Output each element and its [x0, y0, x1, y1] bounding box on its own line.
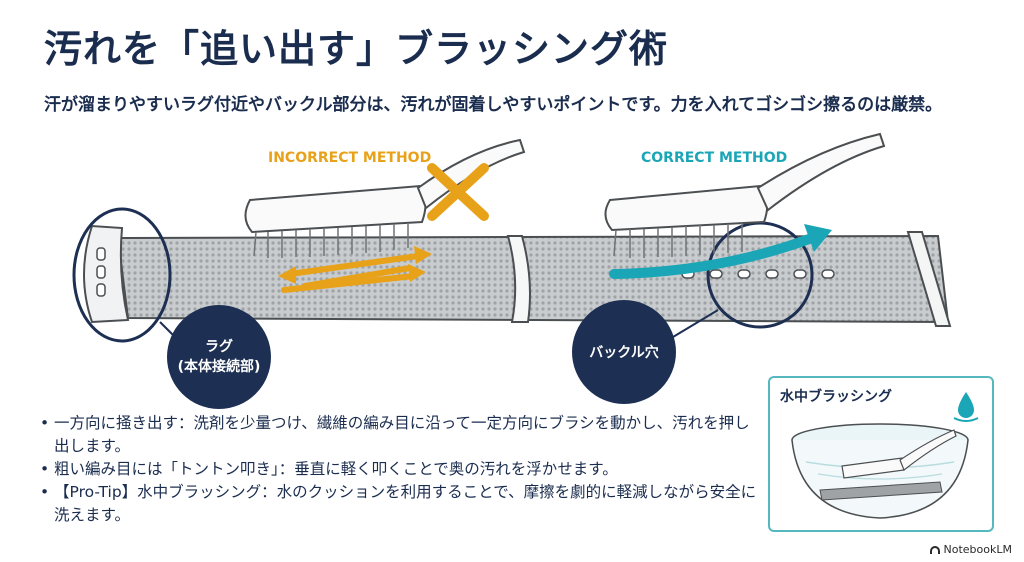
page-subtitle: 汗が溜まりやすいラグ付近やバックル部分は、汚れが固着しやすいポイントです。力を入…	[44, 95, 943, 115]
bowl-illustration	[791, 392, 979, 519]
tip-item: 一方向に掻き出す：洗剤を少量つけ、繊維の編み目に沿って一定方向にブラシを動かし、…	[40, 412, 760, 458]
lug-callout-title: ラグ	[205, 339, 233, 355]
lug-highlight-circle	[72, 207, 172, 343]
tip-item: 粗い編み目には「トントン叩き」：垂直に軽く叩くことで奥の汚れを浮かせます。	[40, 458, 760, 481]
page-title: 汚れを「追い出す」ブラッシング術	[44, 27, 669, 71]
tips-list: 一方向に掻き出す：洗剤を少量つけ、繊維の編み目に沿って一定方向にブラシを動かし、…	[40, 412, 760, 527]
buckle-callout: バックル穴	[572, 300, 676, 404]
correct-method-label: CORRECT METHOD	[641, 150, 788, 166]
incorrect-method-label: INCORRECT METHOD	[268, 150, 432, 166]
correct-brush	[604, 132, 886, 258]
incorrect-motion-arrows	[281, 253, 421, 293]
correct-motion-arrow	[609, 233, 817, 279]
notebooklm-logo-text: NotebookLM	[943, 543, 1012, 556]
incorrect-x-mark	[427, 163, 489, 221]
notebooklm-logo-icon	[929, 545, 940, 554]
underwater-brushing-panel: 水中ブラッシング	[768, 376, 994, 532]
notebooklm-logo: NotebookLM	[929, 543, 1012, 556]
lug-callout-subtitle: (本体接続部)	[177, 359, 261, 375]
tip-item: 【Pro-Tip】水中ブラッシング：水のクッションを利用することで、摩擦を劇的に…	[40, 481, 760, 527]
underwater-brushing-title: 水中ブラッシング	[780, 389, 892, 405]
water-drop-icon	[953, 392, 979, 422]
buckle-callout-text: バックル穴	[589, 345, 659, 361]
lug-callout: ラグ (本体接続部)	[167, 305, 271, 409]
